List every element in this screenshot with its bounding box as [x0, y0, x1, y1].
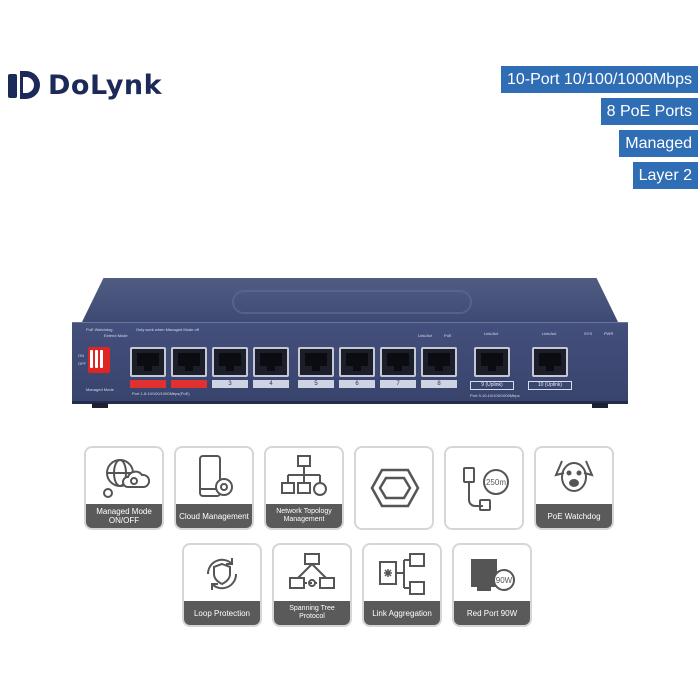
embossed-brand-logo: [232, 290, 472, 314]
feature-card-hexagon: [354, 446, 434, 530]
port-number-8: 8: [437, 381, 441, 387]
feature-label-link-aggregation: Link Aggregation: [364, 601, 440, 625]
cable-distance-badge: 250m: [486, 478, 506, 487]
dolynk-logo-icon: [8, 71, 40, 99]
feature-card-link-aggregation: Link Aggregation: [362, 543, 442, 627]
dog-icon: [554, 460, 594, 492]
feature-card-cable-distance: 250m: [444, 446, 524, 530]
spanning-tree-icon: [289, 553, 335, 589]
dip-key-3[interactable]: [100, 350, 103, 368]
ports-speed-label: Port 1-8:10/100/1000Mbps(PoE): [132, 391, 190, 396]
extend-mode-label: Extend Mode: [104, 333, 128, 338]
phone-gear-icon: [199, 455, 233, 497]
uplink-9-label: 9 (Uplink): [470, 381, 514, 390]
port-bar-6: 6: [339, 380, 375, 388]
spec-tag-ports: 10-Port 10/100/1000Mbps: [500, 66, 698, 93]
switch-top-panel: [82, 278, 618, 322]
rj45-port-3[interactable]: [212, 347, 248, 377]
poe-label: PoE: [444, 333, 452, 338]
mode-note-label: Only work when Managed Mode off: [136, 327, 199, 332]
link-aggregation-icon: [379, 553, 425, 595]
pwr-label: PWR: [604, 331, 614, 336]
cable-250m-icon: 250m: [463, 467, 509, 511]
topology-icon: [281, 455, 327, 496]
switch-foot-left: [92, 403, 108, 408]
feature-label-managed-mode: Managed Mode ON/OFF: [86, 504, 162, 528]
managed-mode-label: Managed Mode: [86, 387, 114, 392]
port-bar-1: [130, 380, 166, 388]
feature-card-cloud-management: Cloud Management: [174, 446, 254, 530]
rj45-port-1[interactable]: [130, 347, 166, 377]
feature-label-loop-protection: Loop Protection: [184, 601, 260, 625]
port-number-5: 5: [314, 381, 318, 387]
dip-switch[interactable]: [88, 347, 110, 373]
spec-tag-poe: 8 PoE Ports: [600, 98, 698, 125]
dip-key-1[interactable]: [90, 350, 93, 368]
spec-tags: 10-Port 10/100/1000Mbps 8 PoE Ports Mana…: [500, 66, 698, 189]
feature-label-red-port: Red Port 90W: [454, 601, 530, 625]
feature-card-poe-watchdog: PoE Watchdog: [534, 446, 614, 530]
spec-tag-layer: Layer 2: [632, 162, 698, 189]
switch-foot-right: [592, 403, 608, 408]
switch-feet: [72, 402, 628, 408]
uplink-10-label: 10 (Uplink): [528, 381, 572, 390]
feature-card-spanning-tree: Spanning Tree Protocol: [272, 543, 352, 627]
uplink-speed-label: Port 9-10:10/100/1000Mbps: [470, 393, 520, 398]
port-number-7: 7: [396, 381, 400, 387]
port-bar-7: 7: [380, 380, 416, 388]
rj45-port-6[interactable]: [339, 347, 375, 377]
feature-card-loop-protection: Loop Protection: [182, 543, 262, 627]
rj45-port-2[interactable]: [171, 347, 207, 377]
poe-watchdog-label: PoE Watchdog: [86, 327, 113, 332]
link-act-label-uplink-10: Link/Act: [542, 331, 557, 336]
feature-label-cloud-management: Cloud Management: [176, 504, 252, 528]
feature-label-poe-watchdog: PoE Watchdog: [536, 504, 612, 528]
port-bar-8: 8: [421, 380, 457, 388]
port-bar-4: 4: [253, 380, 289, 388]
feature-card-red-port: 90W Red Port 90W: [452, 543, 532, 627]
red-port-badge: 90W: [496, 576, 513, 585]
switch-front-panel: PoE Watchdog Only work when Managed Mode…: [72, 322, 628, 404]
link-act-label-uplink-9: Link/Act: [484, 331, 499, 336]
dip-off-label: OFF: [78, 361, 86, 366]
dip-on-label: ON: [78, 353, 84, 358]
sys-label: SYS: [584, 331, 593, 336]
switch-device: PoE Watchdog Only work when Managed Mode…: [72, 278, 628, 410]
rj45-port-4[interactable]: [253, 347, 289, 377]
feature-label-spanning-tree: Spanning Tree Protocol: [274, 601, 350, 625]
feature-card-network-topology: Network Topology Management: [264, 446, 344, 530]
rj45-uplink-port-10[interactable]: [532, 347, 568, 377]
spec-tag-managed: Managed: [619, 130, 698, 157]
feature-card-managed-mode: Managed Mode ON/OFF: [84, 446, 164, 530]
port-number-4: 4: [269, 381, 273, 387]
red-port-icon: 90W: [471, 559, 515, 591]
port-bar-3: 3: [212, 380, 248, 388]
globe-cloud-icon: [103, 459, 150, 498]
feature-label-network-topology: Network Topology Management: [266, 504, 342, 528]
port-bar-5: 5: [298, 380, 334, 388]
dip-key-2[interactable]: [95, 350, 98, 368]
link-act-label-ports: Link/Act: [418, 333, 433, 338]
brand-name: DoLynk: [48, 69, 163, 101]
rj45-port-5[interactable]: [298, 347, 334, 377]
rj45-port-8[interactable]: [421, 347, 457, 377]
hexagon-icon: [370, 468, 420, 508]
port-number-6: 6: [355, 381, 359, 387]
rj45-uplink-port-9[interactable]: [474, 347, 510, 377]
port-bar-2: [171, 380, 207, 388]
rj45-port-7[interactable]: [380, 347, 416, 377]
loop-shield-icon: [206, 558, 238, 590]
brand-logo: DoLynk: [6, 68, 162, 102]
port-number-3: 3: [228, 381, 232, 387]
